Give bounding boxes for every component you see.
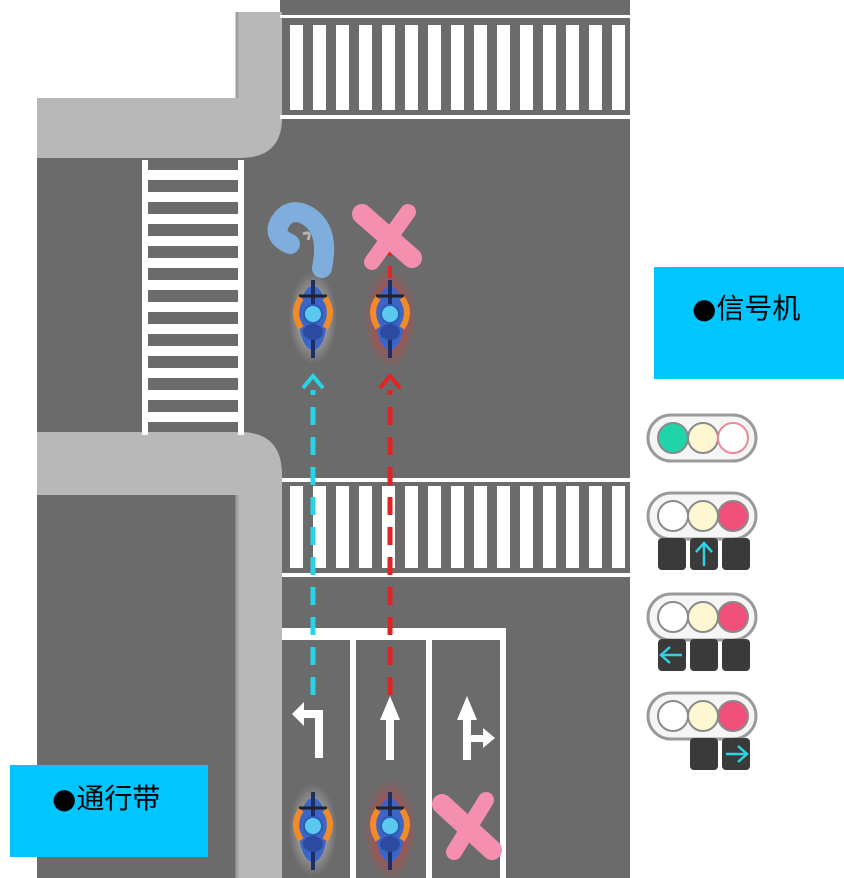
bicycle-icon — [289, 272, 337, 364]
band-label: ●通行带 — [52, 782, 161, 815]
left-turn-arrow-icon — [292, 702, 323, 758]
bicycle-icon — [289, 784, 337, 876]
traffic-light-green — [646, 413, 758, 463]
sidewalk-top-left — [37, 12, 282, 158]
u-turn-arrow-icon — [267, 202, 335, 278]
crosswalk-left — [142, 160, 244, 435]
bicycle-icon — [364, 780, 416, 878]
straight-right-arrow-icon — [457, 696, 495, 760]
traffic-light-red-right-arrow — [646, 691, 758, 770]
signal-label-box: ●信号机 — [654, 267, 844, 379]
band-label-box: ●通行带 — [10, 765, 208, 857]
bicycle-icon — [364, 268, 416, 368]
left-arrow-icon — [659, 646, 682, 664]
signal-label: ●信号机 — [692, 292, 801, 325]
crosswalk-top — [280, 15, 630, 119]
right-arrow-icon — [726, 745, 749, 763]
x-mark-icon — [352, 204, 422, 270]
straight-arrow-icon — [380, 696, 400, 760]
allowed-path-arrowhead — [301, 372, 325, 390]
forbidden-path-arrowhead — [378, 372, 402, 390]
x-mark-icon — [432, 792, 502, 860]
straight-arrow-icon — [695, 541, 713, 566]
traffic-light-red-left-arrow — [646, 592, 758, 671]
sidewalk-bottom-left — [37, 432, 282, 878]
traffic-light-red-straight-arrow — [646, 491, 758, 570]
lane-markings — [282, 628, 506, 878]
